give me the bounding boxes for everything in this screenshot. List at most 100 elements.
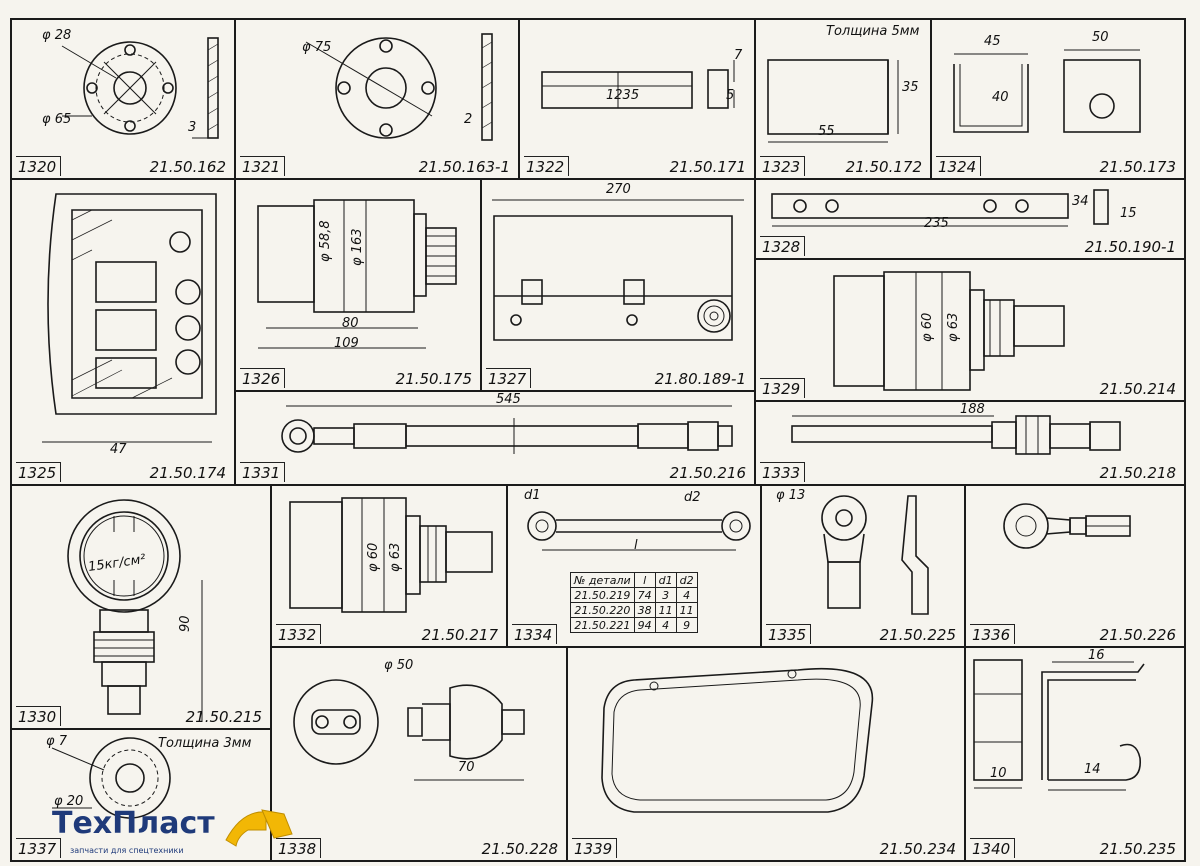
dim-height-40: 40 <box>992 90 1009 105</box>
drawing-1330 <box>67 499 203 722</box>
cell-1326: φ 58,8 φ 163 80 109 1326 21.50.175 <box>234 178 482 392</box>
dim-length-109: 109 <box>334 336 359 351</box>
dim-height-7: 7 <box>734 48 743 63</box>
part-code: 21.50.214 <box>1099 380 1176 398</box>
part-number: 1328 <box>760 236 806 256</box>
drawing-1322 <box>541 60 735 109</box>
drawing-1340 <box>973 659 1145 791</box>
spec-header-l: l <box>633 572 656 588</box>
cell-1340: 16 10 14 1340 21.50.235 <box>964 646 1186 862</box>
part-number: 1324 <box>936 156 982 176</box>
cell-1330: 15кг/см² 90 1330 21.50.215 <box>10 484 272 730</box>
part-number: 1336 <box>970 624 1016 644</box>
table-row: 21.50.221 94 4 9 <box>570 617 698 633</box>
logo-graphic <box>225 809 293 847</box>
dim-length-l: l <box>634 538 638 553</box>
dim-diameter-13: φ 13 <box>776 488 806 503</box>
drawing-1328 <box>771 189 1109 227</box>
dim-length-188: 188 <box>960 402 985 417</box>
spec-header-row: № детали l d1 d2 <box>570 572 698 588</box>
part-code: 21.50.163-1 <box>418 158 510 176</box>
part-number: 1325 <box>16 462 62 482</box>
dim-height-35: 35 <box>902 80 919 95</box>
part-code: 21.50.174 <box>149 464 226 482</box>
drawing-1325 <box>42 193 217 443</box>
part-code: 21.50.215 <box>185 708 262 726</box>
cell-1336: 1336 21.50.226 <box>964 484 1186 648</box>
part-code: 21.50.228 <box>481 840 558 858</box>
dim-height-90: 90 <box>178 615 193 632</box>
logo-brand: ТехПласт <box>52 806 215 841</box>
dim-diameter-65: φ 65 <box>42 112 72 127</box>
cell-1320: φ 28 φ 65 3 1320 21.50.162 <box>10 18 236 180</box>
drawing-1335 <box>821 495 929 615</box>
spec-cell: 11 <box>654 602 677 618</box>
spec-cell: 94 <box>633 617 656 633</box>
drawing-1339 <box>601 667 874 813</box>
dim-width-10: 10 <box>990 766 1007 781</box>
part-number: 1333 <box>760 462 806 482</box>
spec-cell: 21.50.221 <box>570 617 635 633</box>
part-number: 1320 <box>16 156 62 176</box>
dim-length-47: 47 <box>110 442 127 457</box>
thickness-note: Толщина 3мм <box>158 736 252 751</box>
spec-cell: 4 <box>675 587 698 603</box>
drawing-1331 <box>281 405 733 454</box>
cell-1339: 1339 21.50.234 <box>566 646 966 862</box>
drawing-1332 <box>289 497 493 613</box>
part-code: 21.50.218 <box>1099 464 1176 482</box>
part-code: 21.50.173 <box>1099 158 1176 176</box>
drawing-1323 <box>767 59 899 143</box>
part-number: 1335 <box>766 624 812 644</box>
dim-length-70: 70 <box>458 760 475 775</box>
drawing-1326 <box>257 199 457 349</box>
part-code: 21.50.162 <box>149 158 226 176</box>
dim-length-270: 270 <box>606 182 631 197</box>
part-number: 1338 <box>276 838 322 858</box>
thickness-note: Толщина 5мм <box>826 24 920 39</box>
drawing-1336 <box>1003 503 1131 549</box>
drawing-1338 <box>293 679 525 781</box>
dim-diameter-63: φ 63 <box>388 542 403 572</box>
part-code: 21.50.175 <box>395 370 472 388</box>
cell-1325: 47 1325 21.50.174 <box>10 178 236 486</box>
spec-cell: 3 <box>654 587 677 603</box>
part-number: 1326 <box>240 368 286 388</box>
part-number: 1331 <box>240 462 286 482</box>
drawing-1334 <box>527 511 751 551</box>
drawing-1321 <box>305 33 493 141</box>
dim-length-16: 16 <box>1088 648 1105 663</box>
dim-length-14: 14 <box>1084 762 1101 777</box>
part-number: 1337 <box>16 838 62 858</box>
part-code: 21.50.226 <box>1099 626 1176 644</box>
spec-cell: 9 <box>675 617 698 633</box>
part-code: 21.50.171 <box>669 158 746 176</box>
part-number: 1321 <box>240 156 286 176</box>
drawing-1333 <box>791 415 1121 455</box>
part-code: 21.50.225 <box>879 626 956 644</box>
part-number: 1322 <box>524 156 570 176</box>
drawing-1324 <box>953 49 1141 133</box>
dim-diameter-163: φ 163 <box>350 228 365 266</box>
part-number: 1323 <box>760 156 806 176</box>
part-number: 1340 <box>970 838 1016 858</box>
cell-1335: φ 13 1335 21.50.225 <box>760 484 966 648</box>
dim-diameter-28: φ 28 <box>42 28 72 43</box>
cell-1331: 545 1331 21.50.216 <box>234 390 756 486</box>
part-number: 1329 <box>760 378 806 398</box>
cell-1322: 1235 7 5 1322 21.50.171 <box>518 18 756 180</box>
dim-diameter-63: φ 63 <box>946 312 961 342</box>
dim-length-1235: 1235 <box>606 88 640 103</box>
dim-length-80: 80 <box>342 316 359 331</box>
dim-width-55: 55 <box>818 124 835 139</box>
dim-diameter-7: φ 7 <box>46 734 67 749</box>
spec-table: № детали l d1 d2 21.50.219 74 3 4 21.50.… <box>570 572 698 633</box>
spec-header-d2: d2 <box>675 572 698 588</box>
dim-diameter-60: φ 60 <box>920 312 935 342</box>
cell-1338: φ 50 70 1338 21.50.228 <box>270 646 568 862</box>
cell-1323: Толщина 5мм 55 35 1323 21.50.172 <box>754 18 932 180</box>
logo-tagline: запчасти для спецтехники <box>70 846 184 855</box>
part-number: 1330 <box>16 706 62 726</box>
cell-1321: φ 75 2 1321 21.50.163-1 <box>234 18 520 180</box>
